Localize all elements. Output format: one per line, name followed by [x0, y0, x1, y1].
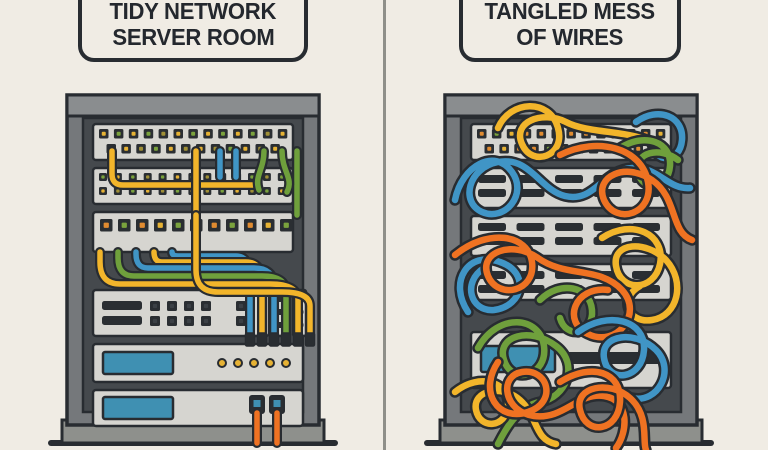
patch-panel-top: [91, 122, 295, 162]
rack-top-bar: [65, 93, 321, 118]
left-title-box: TIDY NETWORK SERVER ROOM: [78, 0, 308, 62]
server-unit-2: [91, 388, 305, 428]
status-leds: [217, 358, 291, 368]
divider-line: [383, 0, 386, 450]
hanging-cables: [252, 408, 282, 448]
server-display: [101, 350, 175, 376]
tangled-rack: [424, 93, 714, 450]
server-display: [101, 395, 175, 421]
plug-row: [244, 332, 316, 347]
right-title-line1: TANGLED MESS: [484, 0, 656, 24]
right-title-box: TANGLED MESS OF WIRES: [459, 0, 681, 62]
right-title-line2: OF WIRES: [516, 24, 624, 50]
left-title-line2: SERVER ROOM: [111, 24, 275, 50]
tangle-cables: [449, 100, 698, 450]
server-unit-1: [91, 342, 305, 384]
tidy-rack: [48, 93, 338, 448]
tidy-cables: [95, 146, 315, 339]
left-title-line1: TIDY NETWORK: [109, 0, 277, 24]
